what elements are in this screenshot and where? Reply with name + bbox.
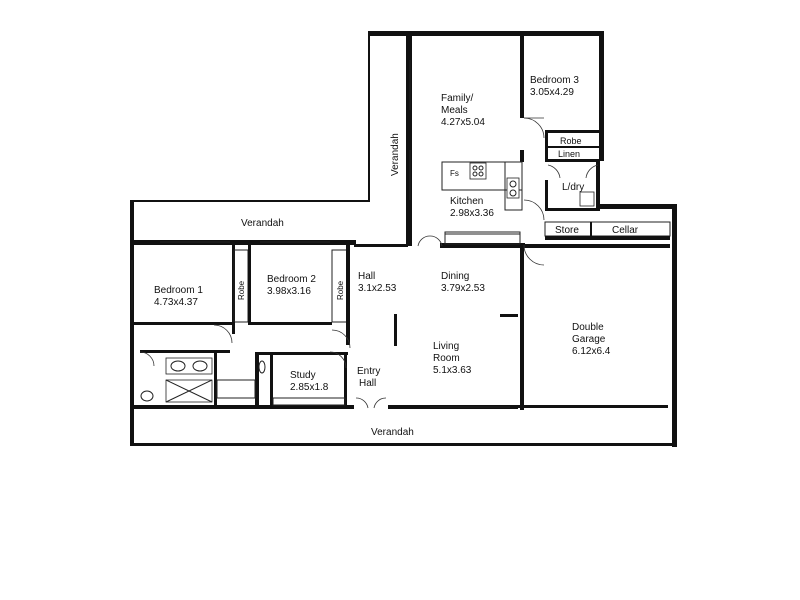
entry-hall-label-2: Hall: [359, 378, 376, 389]
toilet-icon: [140, 390, 154, 402]
hall-dims: 3.1x2.53: [358, 283, 397, 294]
study-dims: 2.85x1.8: [290, 382, 329, 393]
family-meals-label-1: Family/: [441, 93, 473, 104]
entry-hall-label-1: Entry: [357, 366, 380, 377]
cellar-label: Cellar: [612, 225, 639, 236]
study-label: Study: [290, 370, 316, 381]
bedroom2-dims: 3.98x3.16: [267, 286, 311, 297]
fixtures: [140, 162, 595, 403]
linen-label: Linen: [558, 149, 580, 159]
bedroom3-label: Bedroom 3: [530, 75, 579, 86]
garage-dims: 6.12x6.4: [572, 346, 611, 357]
verandah-side-label: Verandah: [390, 133, 401, 176]
dining-dims: 3.79x2.53: [441, 283, 485, 294]
vanity-icon: [165, 357, 213, 375]
robe-bed1-label: Robe: [237, 280, 246, 300]
bedroom1-dims: 4.73x4.37: [154, 297, 198, 308]
verandah-top-label: Verandah: [241, 218, 284, 229]
family-meals-dims: 4.27x5.04: [441, 117, 485, 128]
hall-label: Hall: [358, 271, 375, 282]
laundry-label: L/dry: [562, 182, 584, 193]
fridge-space-label: Fs: [450, 169, 459, 178]
garage-label-1: Double: [572, 322, 604, 333]
living-label-2: Room: [433, 353, 460, 364]
kitchen-dims: 2.98x3.36: [450, 208, 494, 219]
bedroom3-dims: 3.05x4.29: [530, 87, 574, 98]
store-label: Store: [555, 225, 579, 236]
interior-walls: [134, 36, 671, 410]
verandah-front-label: Verandah: [371, 427, 414, 438]
laundry-tub-icon: [579, 191, 595, 207]
dining-label: Dining: [441, 271, 469, 282]
living-label-1: Living: [433, 341, 459, 352]
cooktop-icon: [469, 162, 487, 180]
windows: [131, 60, 601, 408]
bedroom1-label: Bedroom 1: [154, 285, 203, 296]
outer-walls: [130, 31, 677, 447]
family-meals-label-2: Meals: [441, 105, 468, 116]
garage-label-2: Garage: [572, 334, 606, 345]
living-dims: 5.1x3.63: [433, 365, 472, 376]
doors: [139, 117, 599, 409]
room-labels: Family/ Meals 4.27x5.04 Bedroom 3 3.05x4…: [154, 75, 639, 438]
bedroom2-label: Bedroom 2: [267, 274, 316, 285]
robe-bed2-label: Robe: [336, 280, 345, 300]
basin-icon: [258, 360, 266, 374]
robe-bed3-label: Robe: [560, 136, 582, 146]
kitchen-label: Kitchen: [450, 196, 483, 207]
